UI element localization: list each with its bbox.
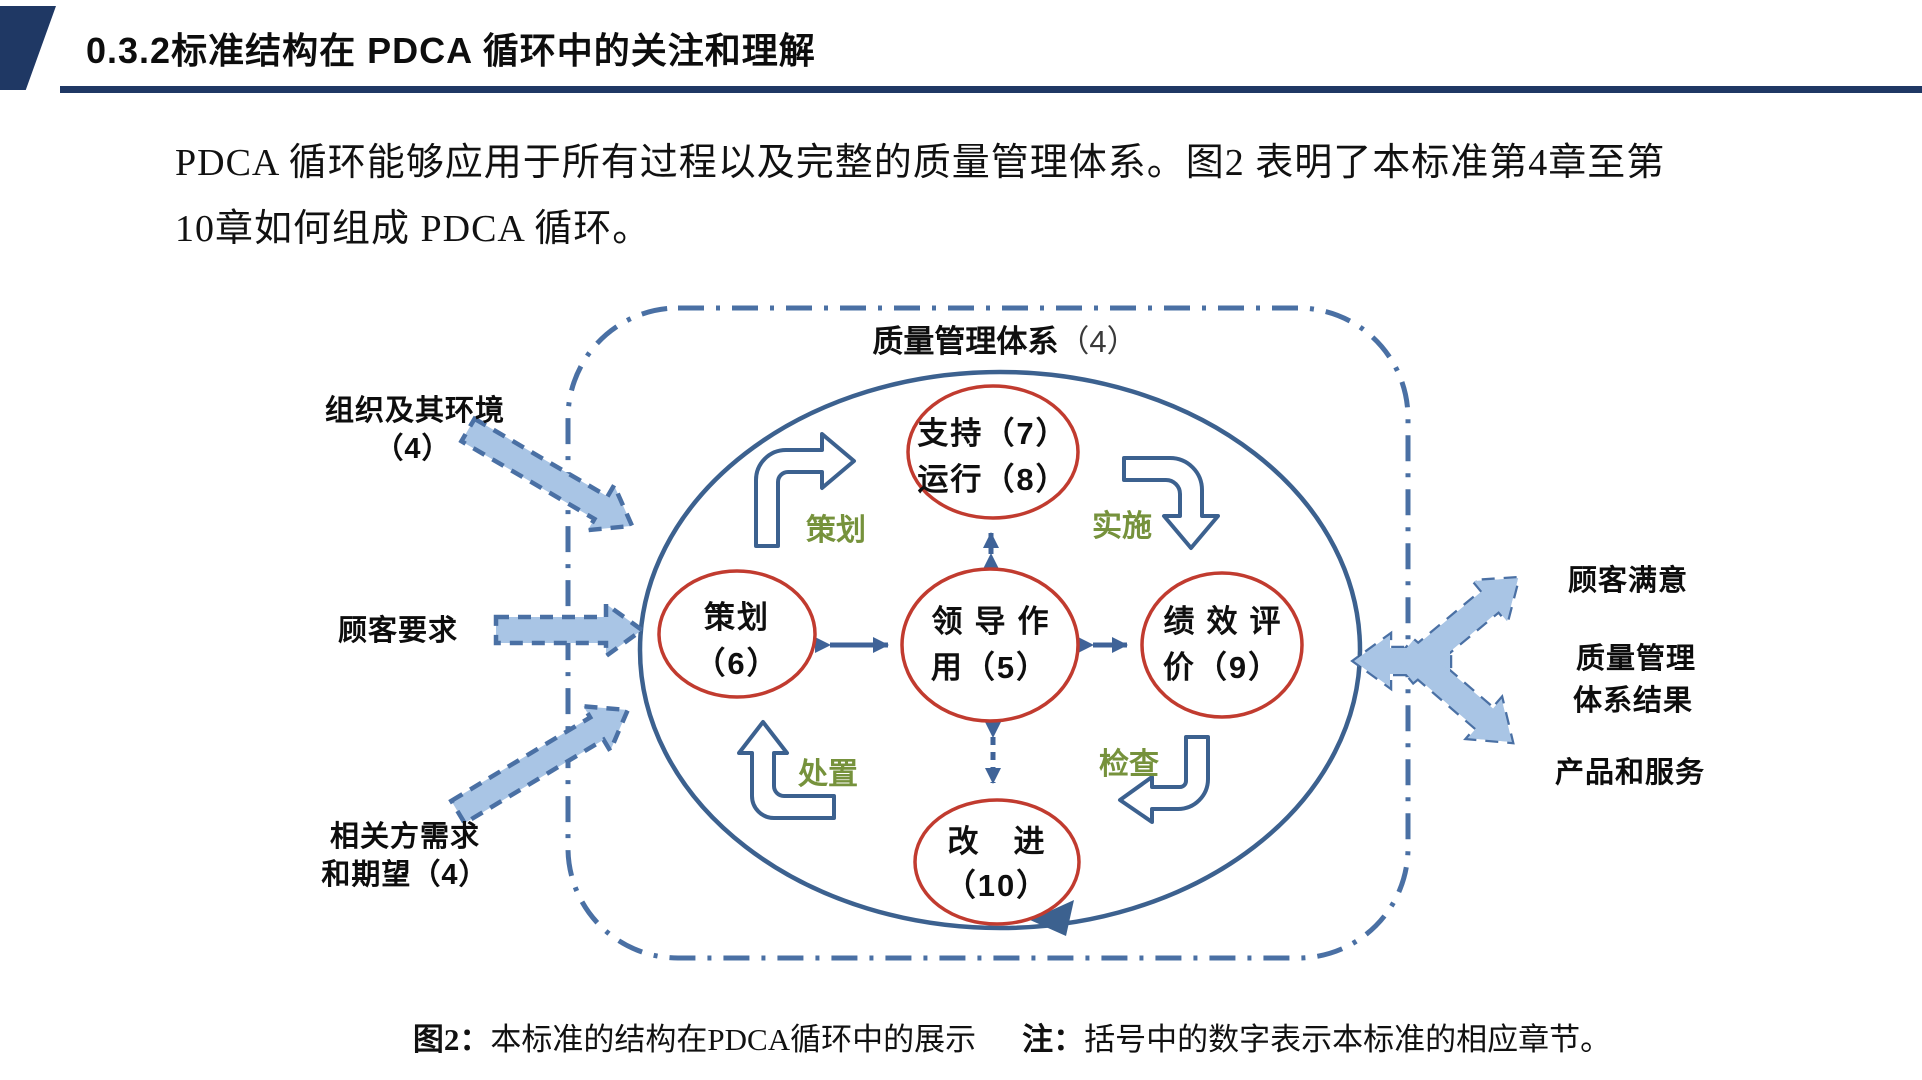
qms-boundary-border (565, 305, 1411, 961)
node-support-line1: 支持（7） (917, 416, 1068, 451)
node-planning-circle (657, 569, 817, 699)
pdca-label-do: 实施 (1092, 509, 1152, 543)
note-label: 注： (1022, 1022, 1085, 1057)
node-evaluation-line1: 绩效评 (1164, 604, 1293, 639)
node-planning-line1: 策划 (704, 600, 770, 635)
node-leadership-circle (900, 567, 1080, 723)
input-arrow-context (458, 415, 636, 533)
node-leadership-line1: 领导作 (932, 604, 1061, 639)
pdca-check-arrow (1118, 735, 1210, 824)
node-support-operation-circle (906, 384, 1080, 520)
node-leadership-line2: 用（5） (931, 650, 1049, 685)
slide-title: 0.3.2标准结构在 PDCA 循环中的关注和理解 (86, 30, 816, 71)
title-rule (60, 86, 1922, 93)
cycle-direction-arrowhead (1030, 900, 1074, 936)
qms-system-label-clause: （4） (1058, 324, 1137, 359)
intro-line-1: PDCA 循环能够应用于所有过程以及完整的质量管理体系。图2 表明了本标准第4章… (175, 142, 1666, 184)
output-label-qms-results-line2: 体系结果 (1573, 684, 1693, 717)
input-label-interested-parties-line1: 相关方需求 (330, 819, 480, 853)
node-improvement-line1: 改 进 (948, 824, 1047, 859)
output-label-products-services: 产品和服务 (1555, 756, 1705, 789)
input-arrow-interested-parties (448, 703, 632, 827)
output-label-customer-satisfaction: 顾客满意 (1568, 563, 1688, 597)
input-arrow-customer-requirements (493, 599, 646, 661)
node-planning-line2: （6） (694, 646, 779, 681)
qms-system-label: 质量管理体系（4） (872, 324, 1137, 359)
pdca-act-arrow (737, 720, 836, 820)
input-label-context-line2: （4） (374, 432, 451, 465)
input-label-interested-parties-line2: 和期望（4） (321, 858, 488, 891)
output-label-qms-results-line1: 质量管理 (1576, 641, 1696, 675)
output-fork-arrow (1350, 575, 1522, 745)
node-evaluation-line2: 价（9） (1163, 650, 1281, 685)
node-improvement-line2: （10） (945, 868, 1049, 903)
note-text: 括号中的数字表示本标准的相应章节。 (1084, 1022, 1612, 1057)
pdca-label-act: 处置 (797, 758, 858, 791)
node-improvement-circle (913, 798, 1081, 926)
pdca-plan-arrow (754, 432, 856, 548)
qms-system-label-name: 质量管理体系 (872, 324, 1058, 359)
input-label-context-line1: 组织及其环境 (325, 393, 505, 427)
node-performance-evaluation-circle (1140, 571, 1304, 719)
pdca-cycle-ellipse (637, 369, 1363, 931)
figure-number-label: 图2： (412, 1022, 491, 1057)
intro-line-2: 10章如何组成 PDCA 循环。 (175, 208, 652, 250)
node-support-line2: 运行（8） (917, 462, 1068, 497)
intro-paragraph: PDCA 循环能够应用于所有过程以及完整的质量管理体系。图2 表明了本标准第4章… (175, 130, 1855, 262)
pdca-do-arrow (1122, 456, 1220, 550)
input-label-customer-requirements: 顾客要求 (338, 613, 458, 647)
figure-caption-text: 本标准的结构在PDCA循环中的展示 (490, 1022, 977, 1057)
pdca-label-plan: 策划 (806, 513, 866, 547)
pdca-label-check: 检查 (1099, 747, 1159, 781)
figure-caption: 图2：本标准的结构在PDCA循环中的展示 注：括号中的数字表示本标准的相应章节。 (413, 1014, 1611, 1059)
